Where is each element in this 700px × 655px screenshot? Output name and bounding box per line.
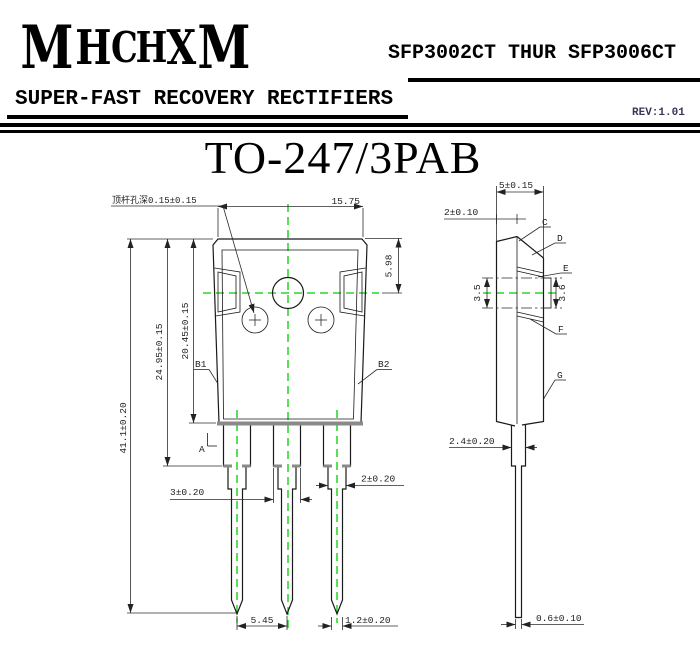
- side-view: [495, 235, 552, 619]
- category-underline: [7, 115, 408, 119]
- brand-logo: MHCHXM: [20, 12, 250, 83]
- label-a: A: [199, 444, 205, 455]
- dim-lead-thickness: 0.6±0.10: [536, 613, 582, 624]
- dim-lead-mid-width: 2±0.20: [361, 474, 396, 485]
- revision-label: REV:1.01: [632, 107, 685, 119]
- dim-body-to-step: 24.95±0.15: [154, 323, 165, 380]
- ejector-pin-hole-left: [241, 306, 269, 334]
- label-e: E: [563, 263, 569, 274]
- label-b2: B2: [378, 359, 390, 370]
- dim-boss-height-right: 3.6: [557, 284, 568, 301]
- ejector-note: 顶杆孔深0.15±0.15: [112, 194, 197, 206]
- dim-hole-center: 5.98: [384, 254, 395, 277]
- centerlines: [203, 204, 561, 633]
- label-f: F: [558, 324, 564, 335]
- header-rule-top: [0, 123, 700, 127]
- dim-boss-height-left: 3.5: [472, 284, 483, 301]
- dim-body-thickness: 5±0.15: [499, 180, 534, 191]
- dim-body-length: 20.45±0.15: [180, 302, 191, 359]
- header-rule-bottom: [0, 129, 700, 133]
- dim-lead-base-width: 3±0.20: [170, 487, 205, 498]
- label-c: C: [542, 217, 548, 228]
- front-view: [212, 238, 368, 616]
- label-g: G: [557, 370, 563, 381]
- category-title: SUPER-FAST RECOVERY RECTIFIERS: [15, 88, 394, 111]
- dim-lead-base-thickness: 2.4±0.20: [449, 436, 495, 447]
- front-view-dimensions: 顶杆孔深0.15±0.15 15.75 5.98 41.1±0.20 24.95…: [111, 194, 404, 630]
- dim-lead-tip-width: 1.2±0.20: [345, 615, 391, 626]
- ejector-pin-hole-right: [307, 306, 335, 334]
- label-d: D: [557, 233, 563, 244]
- side-view-dimensions: 5±0.15 2±0.10 3.5 3.6 2.4±0.20 0.6±0.10: [444, 180, 584, 629]
- label-b1: B1: [195, 359, 207, 370]
- package-title: TO-247/3PAB: [204, 132, 482, 183]
- dim-lead-pitch: 5.45: [251, 615, 274, 626]
- dim-total-length: 41.1±0.20: [118, 402, 129, 454]
- part-number-range: SFP3002CT THUR SFP3006CT: [388, 42, 677, 65]
- dim-tab-thickness: 2±0.10: [444, 207, 479, 218]
- dim-body-width: 15.75: [331, 196, 360, 207]
- mounting-hole: [271, 276, 305, 310]
- part-range-underline: [408, 78, 700, 82]
